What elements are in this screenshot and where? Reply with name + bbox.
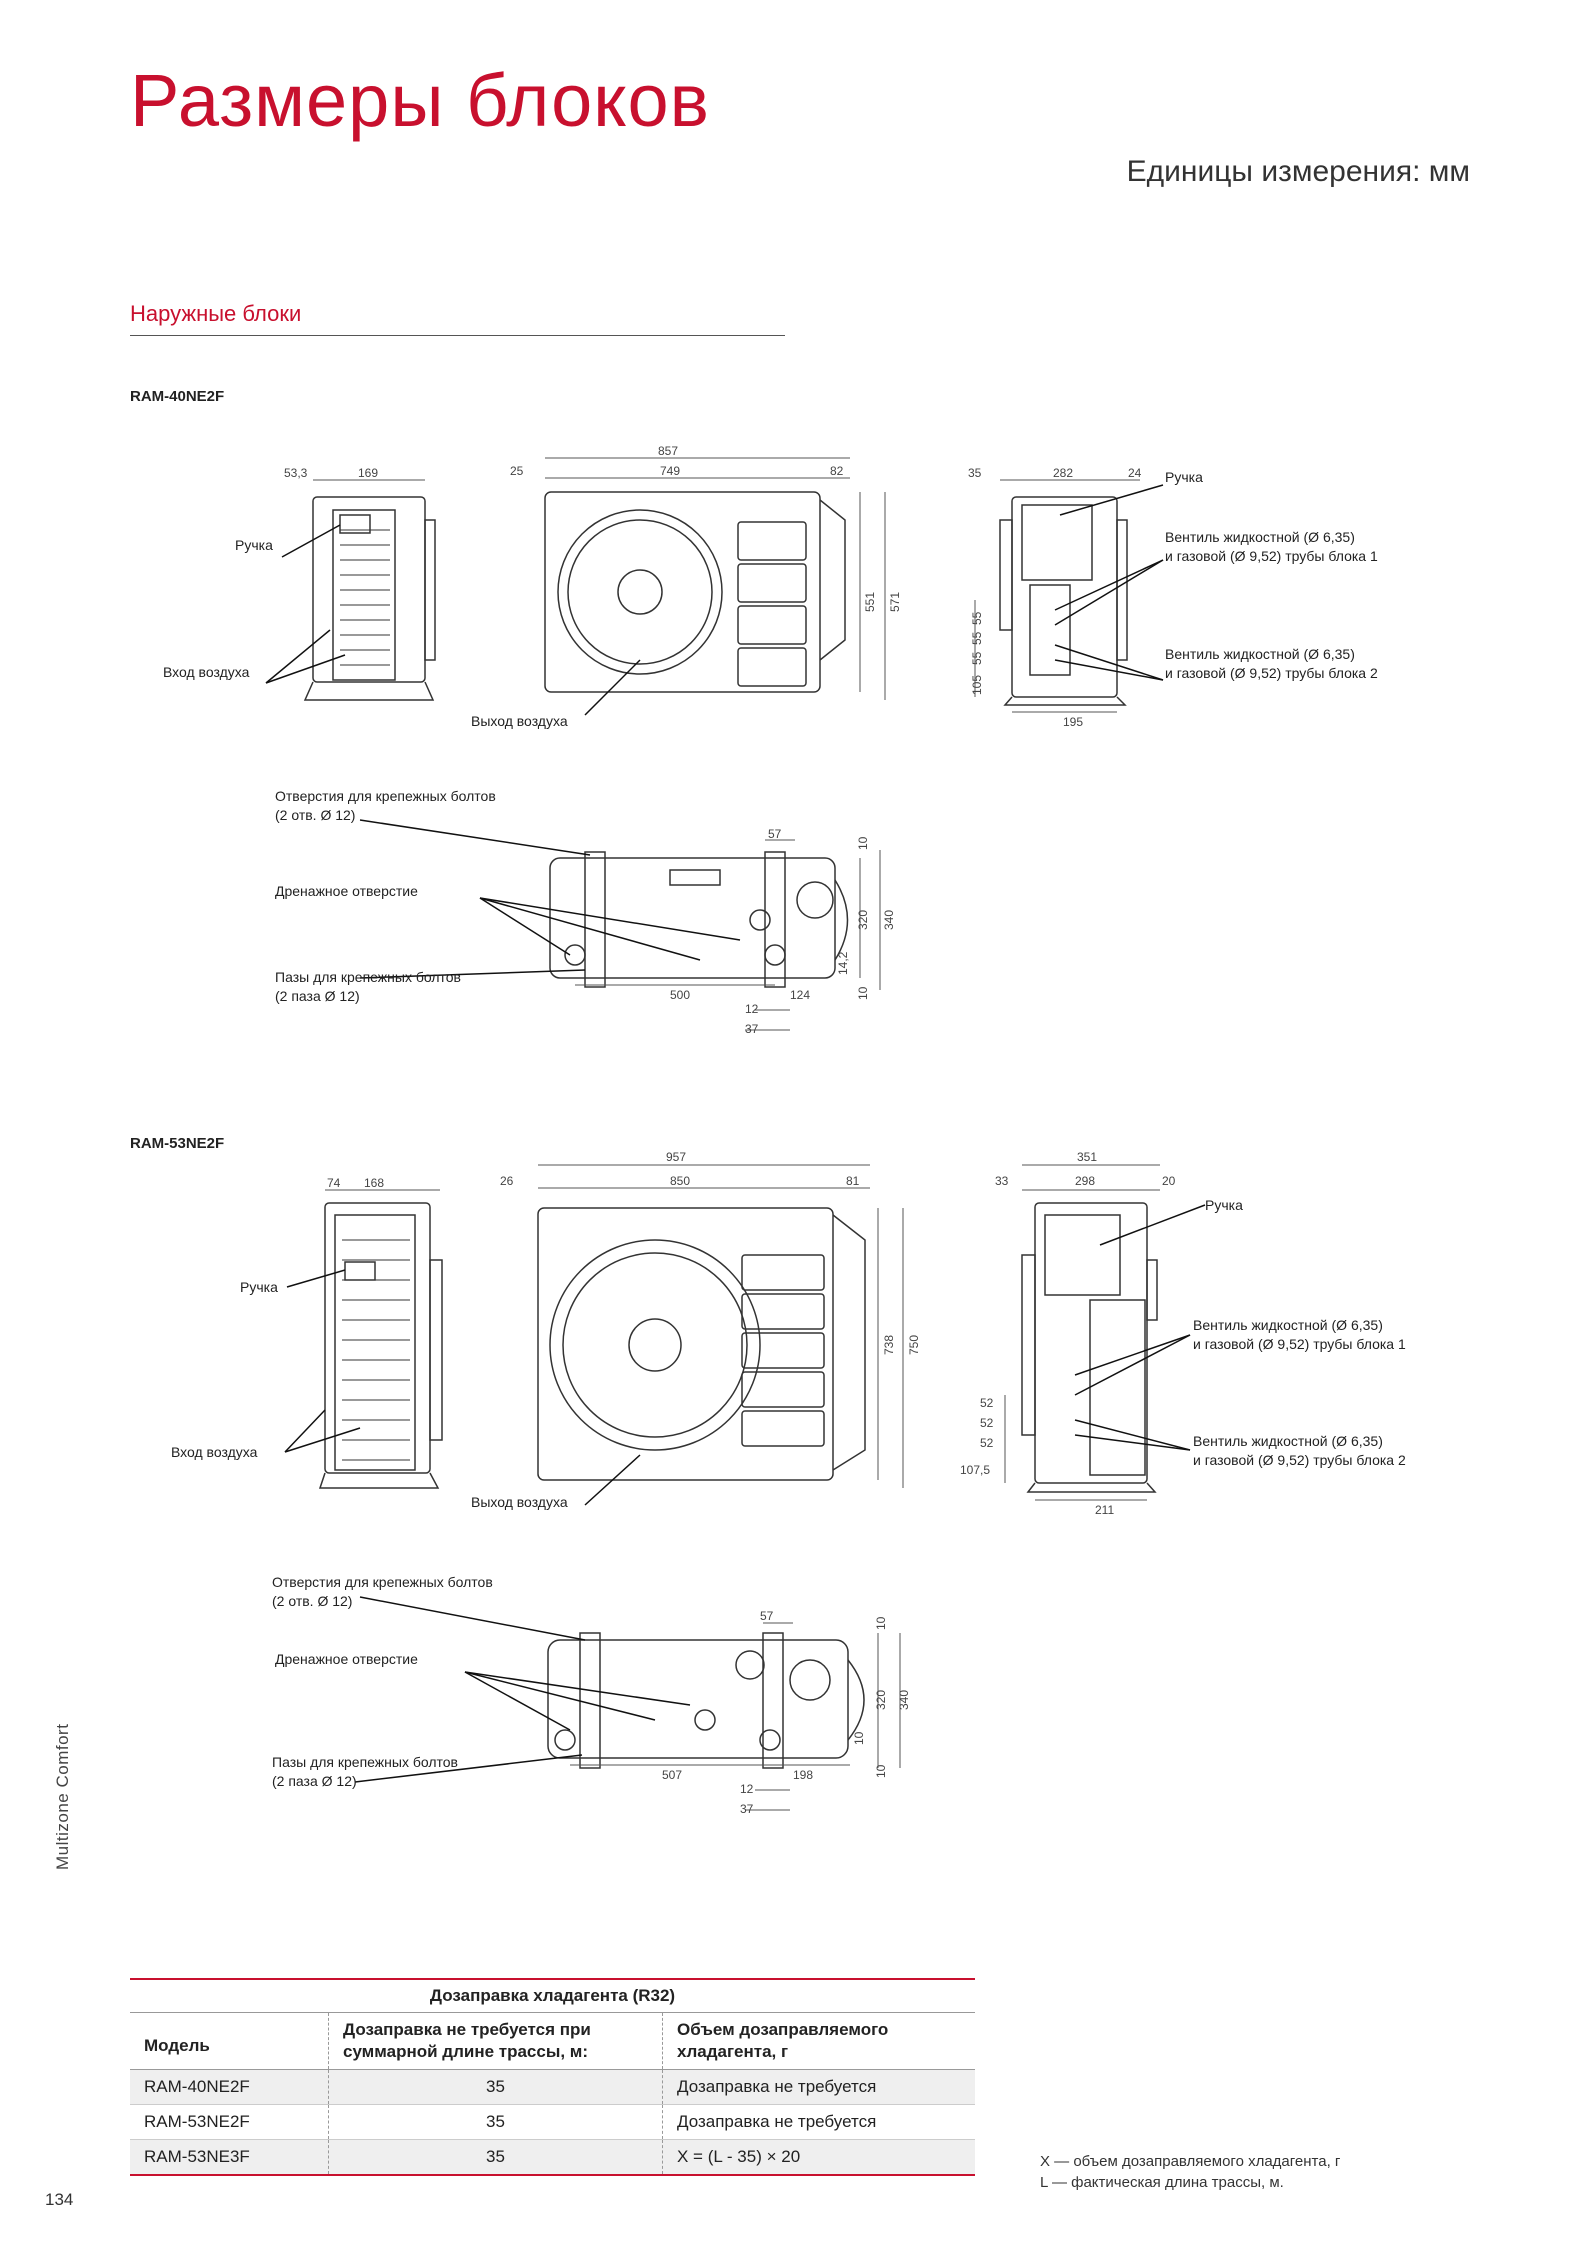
dim-750: 750	[907, 1334, 921, 1355]
side-label: Multizone Comfort	[53, 1723, 72, 1870]
dim-340-53: 340	[897, 1689, 911, 1710]
dim-10a-53: 10	[874, 1616, 888, 1630]
table-header-model: Модель	[130, 2012, 329, 2070]
dim-749: 749	[660, 464, 681, 478]
label-valve2-40-l1: Вентиль жидкостной (Ø 6,35)	[1165, 646, 1355, 662]
units-label: Единицы измерения: мм	[1126, 155, 1470, 188]
dim-124: 124	[790, 988, 811, 1002]
dim-198: 198	[793, 1768, 814, 1782]
dim-738: 738	[882, 1334, 896, 1355]
table-row: RAM-53NE2F 35 Дозаправка не требуется	[130, 2104, 975, 2140]
dim-57-53: 57	[760, 1609, 774, 1623]
unit40-drawings	[265, 457, 1164, 1031]
label-holes-40-l1: Отверстия для крепежных болтов	[275, 788, 496, 804]
label-air-out-53: Выход воздуха	[471, 1494, 568, 1510]
label-slots-40-l1: Пазы для крепежных болтов	[275, 969, 461, 985]
section-title: Наружные блоки	[130, 301, 302, 326]
dim-211: 211	[1095, 1503, 1115, 1517]
label-handle-53-left: Ручка	[240, 1279, 278, 1295]
label-valve1-53-l1: Вентиль жидкостной (Ø 6,35)	[1193, 1317, 1383, 1333]
table-header-volume: Объем дозаправляемого хладагента, г	[662, 2012, 975, 2070]
dim-857: 857	[658, 444, 679, 458]
label-slots-53-l1: Пазы для крепежных болтов	[272, 1754, 458, 1770]
dim-82: 82	[830, 464, 844, 478]
label-valve1-40-l1: Вентиль жидкостной (Ø 6,35)	[1165, 529, 1355, 545]
refrigerant-table: Дозаправка хладагента (R32) Модель Дозап…	[130, 1978, 975, 2176]
dim-35: 35	[968, 466, 982, 480]
dim-957: 957	[666, 1150, 687, 1164]
model-title-53: RAM-53NE2F	[130, 1135, 225, 1152]
label-air-in-53: Вход воздуха	[171, 1444, 258, 1460]
dim-12-53: 12	[740, 1782, 754, 1796]
dim-26: 26	[500, 1174, 514, 1188]
label-air-in-40: Вход воздуха	[163, 664, 250, 680]
dim-52c: 52	[980, 1436, 994, 1450]
dim-24: 24	[1128, 466, 1142, 480]
dim-10c-53: 10	[874, 1764, 888, 1778]
dim-81: 81	[846, 1174, 860, 1188]
dim-37-53: 37	[740, 1802, 754, 1816]
dim-298: 298	[1075, 1174, 1096, 1188]
label-slots-40-l2: (2 паза Ø 12)	[275, 988, 360, 1004]
label-valve1-40-l2: и газовой (Ø 9,52) трубы блока 1	[1165, 548, 1378, 564]
page-title: Размеры блоков	[130, 59, 710, 142]
model-title-40: RAM-40NE2F	[130, 388, 225, 405]
label-handle-40-left: Ручка	[235, 537, 273, 553]
dim-10b-53: 10	[852, 1731, 866, 1745]
dim-20: 20	[1162, 1174, 1176, 1188]
dim-282: 282	[1053, 466, 1074, 480]
dim-107-5: 107,5	[960, 1463, 991, 1477]
dim-52a: 52	[980, 1396, 994, 1410]
dim-33: 33	[995, 1174, 1009, 1188]
note-x: X — объем дозаправляемого хладагента, г	[1040, 2153, 1341, 2170]
table-row: RAM-53NE3F 35 X = (L - 35) × 20	[130, 2139, 975, 2176]
dim-320-53: 320	[874, 1689, 888, 1710]
section-rule	[130, 335, 785, 336]
label-valve2-53-l1: Вентиль жидкостной (Ø 6,35)	[1193, 1433, 1383, 1449]
label-drain-53: Дренажное отверстие	[275, 1651, 418, 1667]
table-row: RAM-40NE2F 35 Дозаправка не требуется	[130, 2069, 975, 2105]
dim-52b: 52	[980, 1416, 994, 1430]
label-holes-40-l2: (2 отв. Ø 12)	[275, 807, 356, 823]
dim-74: 74	[327, 1176, 341, 1190]
dim-168: 168	[364, 1176, 385, 1190]
dim-25: 25	[510, 464, 524, 478]
page-number: 134	[45, 2190, 74, 2209]
table-caption: Дозаправка хладагента (R32)	[130, 1978, 975, 2013]
dim-53-3: 53,3	[284, 466, 308, 480]
dim-195: 195	[1063, 715, 1084, 729]
label-valve2-40-l2: и газовой (Ø 9,52) трубы блока 2	[1165, 665, 1378, 681]
label-air-out-40: Выход воздуха	[471, 713, 568, 729]
dim-850: 850	[670, 1174, 691, 1188]
label-valve2-53-l2: и газовой (Ø 9,52) трубы блока 2	[1193, 1452, 1406, 1468]
label-handle-53-right: Ручка	[1205, 1197, 1243, 1213]
table-header-no-charge: Дозаправка не требуется при суммарной дл…	[328, 2012, 663, 2070]
dim-351: 351	[1077, 1150, 1098, 1164]
note-l: L — фактическая длина трассы, м.	[1040, 2174, 1284, 2191]
label-slots-53-l2: (2 паза Ø 12)	[272, 1773, 357, 1789]
label-valve1-53-l2: и газовой (Ø 9,52) трубы блока 1	[1193, 1336, 1406, 1352]
label-holes-53-l2: (2 отв. Ø 12)	[272, 1593, 353, 1609]
dim-37-40: 37	[745, 1022, 759, 1036]
dim-507: 507	[662, 1768, 683, 1782]
dim-500: 500	[670, 988, 691, 1002]
dim-12-40: 12	[745, 1002, 759, 1016]
label-holes-53-l1: Отверстия для крепежных болтов	[272, 1574, 493, 1590]
label-drain-40: Дренажное отверстие	[275, 883, 418, 899]
dim-57-40: 57	[768, 827, 782, 841]
label-handle-40-right: Ручка	[1165, 469, 1203, 485]
dim-169: 169	[358, 466, 379, 480]
